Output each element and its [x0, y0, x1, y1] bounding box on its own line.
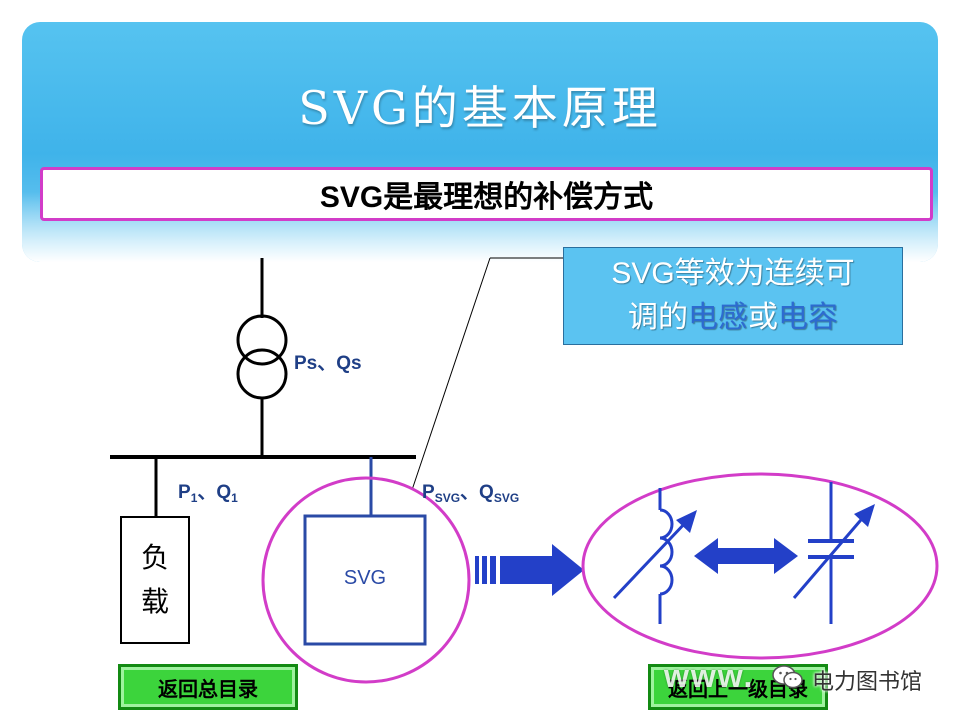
watermark-url: www.: [664, 658, 755, 694]
wechat-icon: [772, 665, 803, 689]
page-title: SVG的基本原理: [298, 81, 662, 135]
subtitle-box: SVG是最理想的补偿方式: [40, 167, 933, 221]
equivalence-arrow: [500, 544, 584, 596]
transformer-coil-top: [236, 314, 288, 366]
inductor-coil: [659, 508, 674, 596]
svg-device-label: SVG: [343, 567, 387, 589]
inductor-variable-arrow: [612, 518, 690, 600]
capacitor-variable-arrow: [792, 513, 868, 599]
watermark-brand: 电力图书馆: [812, 670, 923, 695]
svg-highlight-ellipse: [261, 476, 471, 684]
arrow-dash-3: [490, 556, 496, 584]
callout-line-2: 调的电感或电容: [628, 301, 838, 334]
subtitle-text: SVG是最理想的补偿方式: [319, 181, 654, 214]
transformer-coil-bottom: [236, 348, 288, 400]
equivalent-ellipse: [581, 472, 939, 660]
capacitor-arrowhead: [854, 504, 875, 527]
source-flow-label: Ps、Qs: [294, 353, 362, 374]
callout-line-1: SVG等效为连续可: [611, 257, 855, 290]
double-arrow: [694, 538, 798, 574]
svg-flow-label: PSVG、QSVG: [422, 482, 520, 505]
svg-device-box: [303, 514, 427, 646]
load-text-2: 载: [140, 585, 169, 618]
back-to-main-button[interactable]: 返回总目录: [118, 664, 298, 710]
arrow-dash-2: [482, 556, 487, 584]
callout-inductance: 电感: [688, 301, 748, 334]
inductor-arrowhead: [676, 510, 697, 533]
arrow-dash-1: [475, 556, 479, 584]
callout-pointer-line: [411, 257, 491, 491]
load-text-1: 负: [140, 541, 169, 574]
callout-box: SVG等效为连续可 调的电感或电容: [563, 247, 903, 345]
load-flow-label: P1、Q1: [178, 482, 238, 505]
load-box: 负 载: [120, 516, 190, 644]
callout-capacitance: 电容: [778, 301, 838, 334]
